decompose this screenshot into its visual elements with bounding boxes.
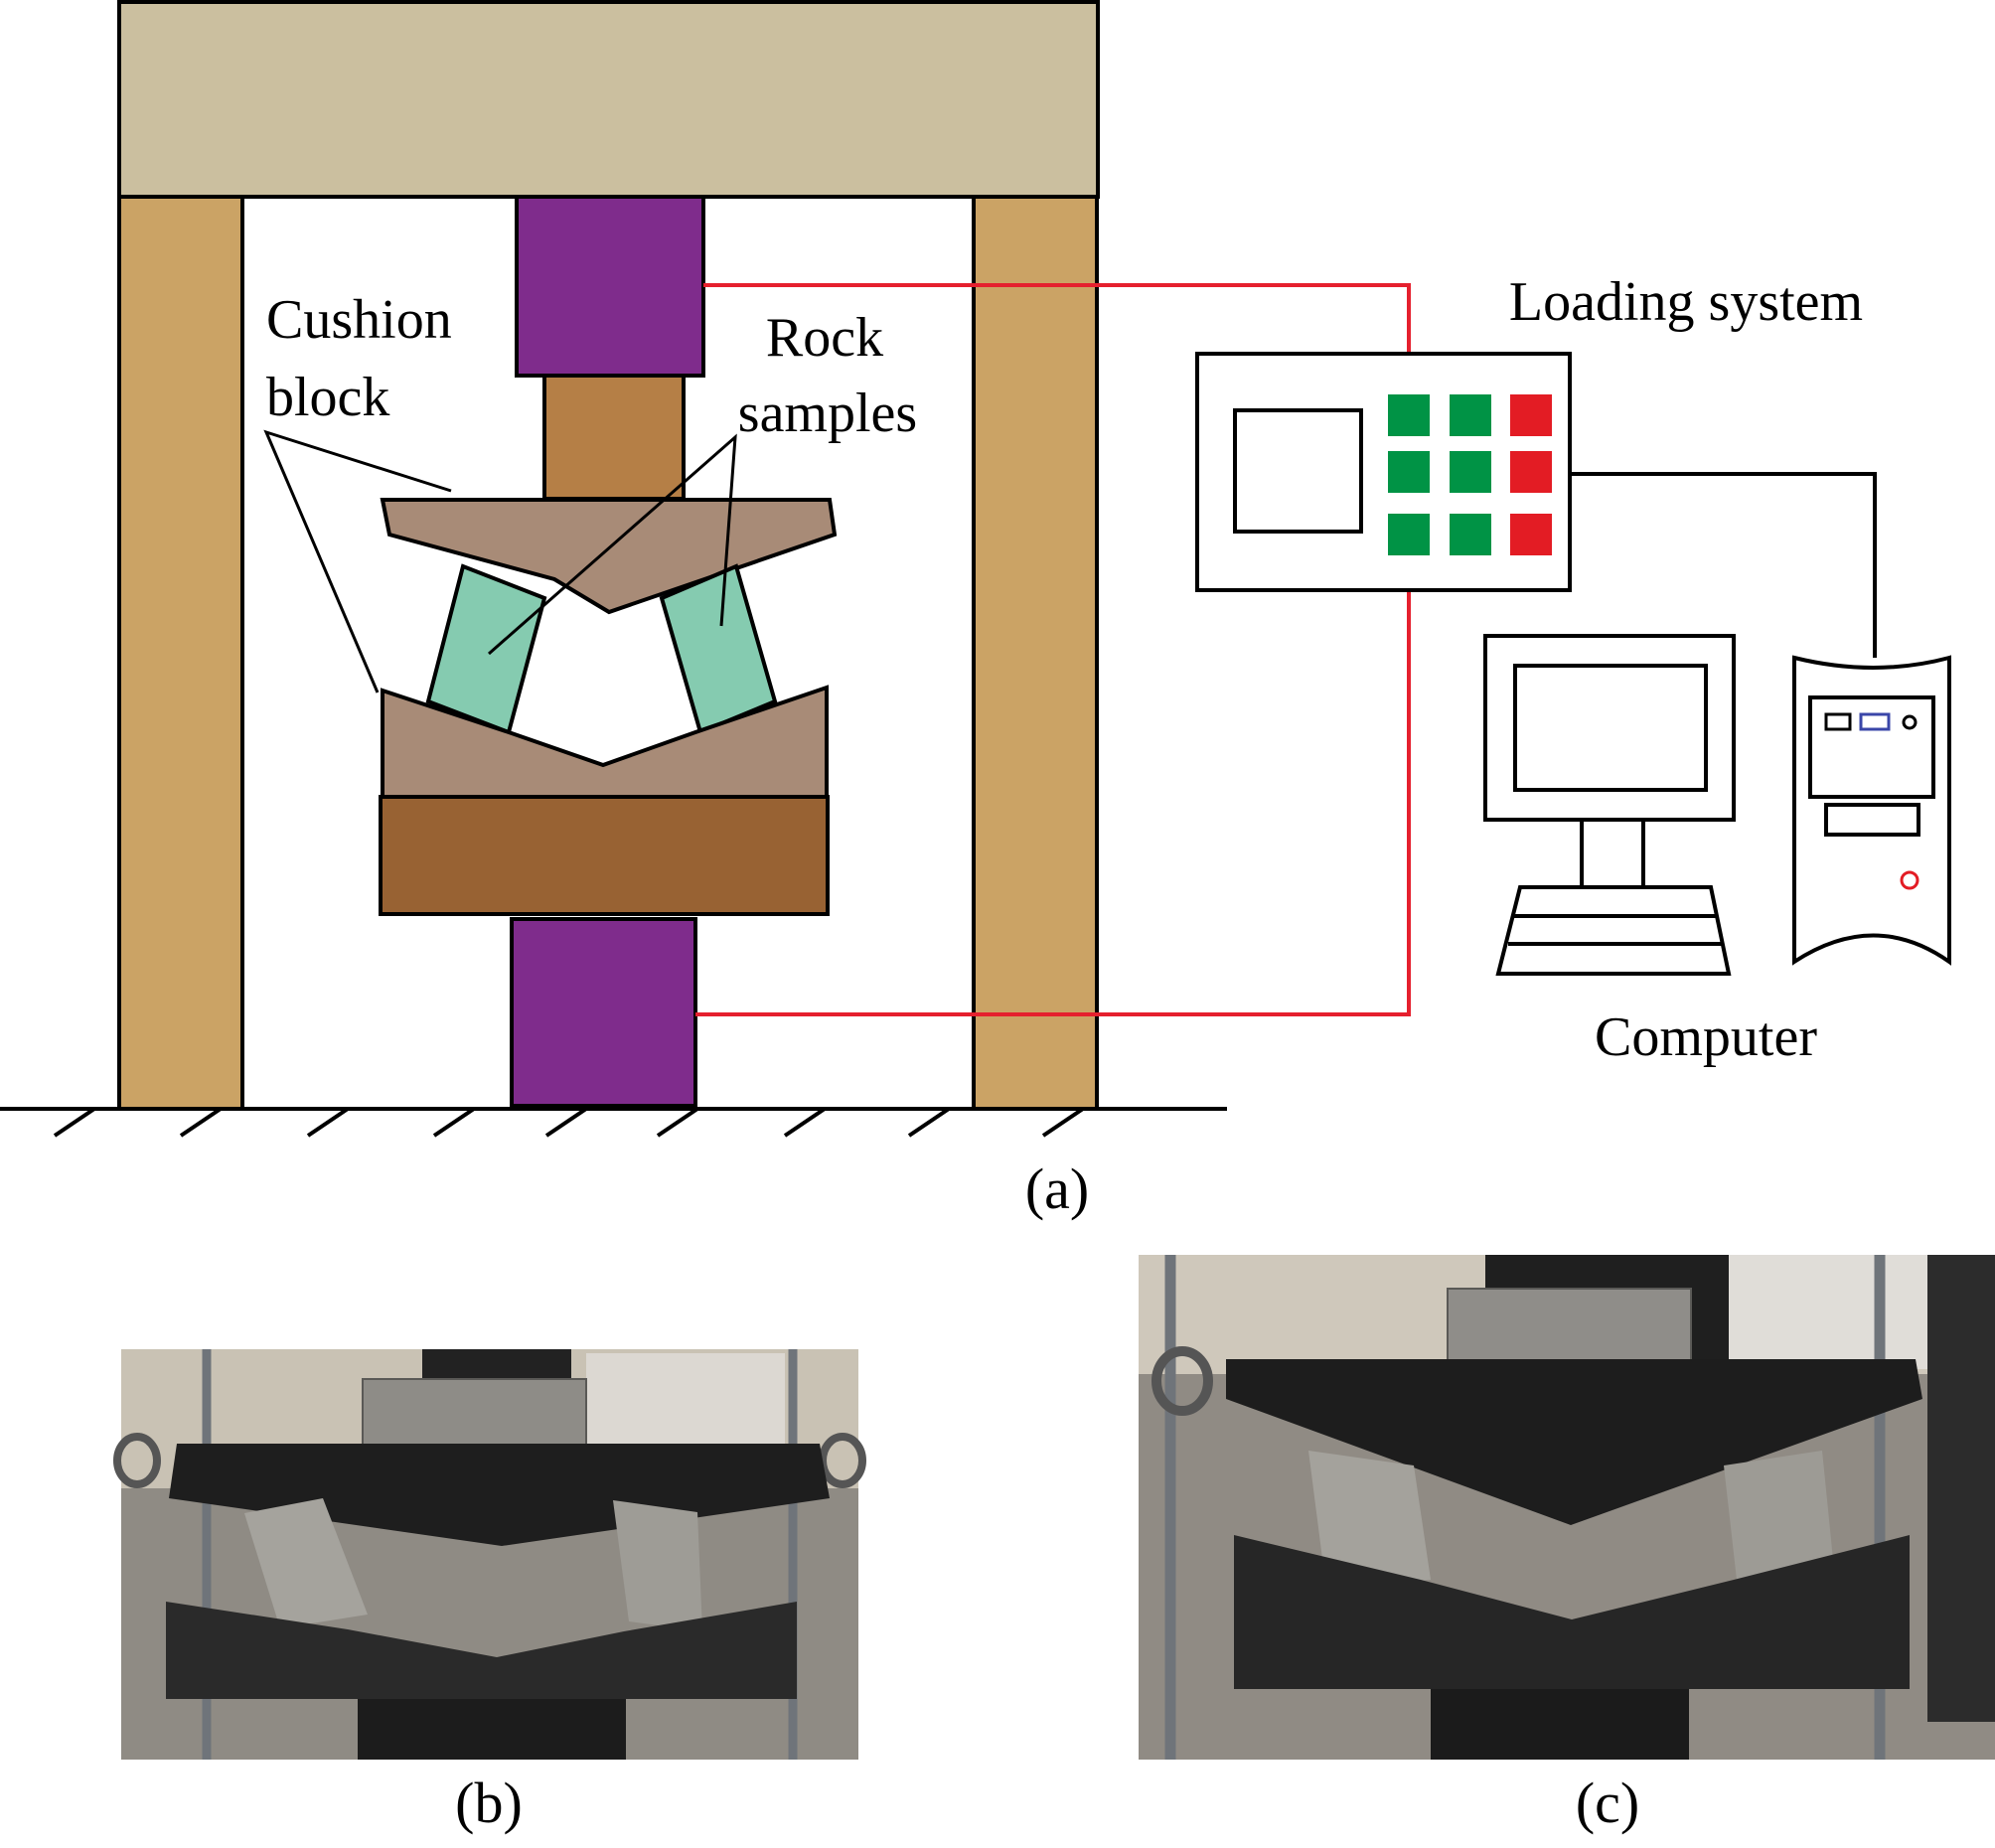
rock-sample-right xyxy=(659,563,778,735)
panel-c-caption: (c) xyxy=(1576,1771,1639,1835)
computer-tower-icon xyxy=(1792,655,1951,966)
panel-button-green xyxy=(1450,514,1491,555)
monitor-icon xyxy=(1483,634,1736,889)
leader-lines xyxy=(263,429,737,693)
loading-ram xyxy=(542,374,686,501)
panel-a-schematic: Cushion block Rock samples Loading syste… xyxy=(0,0,1951,1221)
panel-button-green xyxy=(1388,514,1430,555)
panel-button-red xyxy=(1510,451,1552,493)
cushion-block-leader xyxy=(263,429,452,693)
panel-a-caption: (a) xyxy=(1025,1156,1089,1221)
frame-left-column xyxy=(117,195,244,1111)
panel-c-photo xyxy=(1139,1255,1995,1760)
lower-actuator-wire xyxy=(695,591,1411,1016)
frame-top-beam xyxy=(117,0,1100,199)
signal-wires xyxy=(695,283,1411,1016)
cushion-block-label-line2: block xyxy=(266,367,389,428)
upper-actuator xyxy=(515,195,705,378)
panel-button-green xyxy=(1388,451,1430,493)
rock-samples-label-line1: Rock xyxy=(766,307,883,369)
panel-button-red xyxy=(1510,394,1552,436)
keyboard-icon xyxy=(1495,885,1732,976)
panel-b-photo xyxy=(113,1349,866,1760)
panel-button-green xyxy=(1450,394,1491,436)
upper-cushion-block xyxy=(380,498,838,615)
rock-samples-leader xyxy=(488,433,737,656)
computer-label: Computer xyxy=(1595,1006,1817,1068)
panel-button-green xyxy=(1450,451,1491,493)
panel-button-green xyxy=(1388,394,1430,436)
panel-buttons xyxy=(1388,394,1552,555)
lower-actuator xyxy=(510,917,697,1108)
panel-button-red xyxy=(1510,514,1552,555)
loading-system-label: Loading system xyxy=(1509,271,1863,333)
cushion-block-label-line1: Cushion xyxy=(266,289,452,351)
rock-samples-label-line2: samples xyxy=(738,383,917,444)
panel-b-caption: (b) xyxy=(455,1771,523,1835)
loading-system-panel xyxy=(1195,352,1572,592)
frame-right-column xyxy=(972,195,1099,1111)
base-block xyxy=(379,795,830,916)
loading-frame xyxy=(117,0,1100,1111)
data-cable xyxy=(1570,472,1877,658)
ground-hatching xyxy=(0,1107,1227,1138)
upper-actuator-wire xyxy=(703,283,1411,354)
rock-sample-left xyxy=(425,563,547,735)
panel-display xyxy=(1233,408,1363,534)
